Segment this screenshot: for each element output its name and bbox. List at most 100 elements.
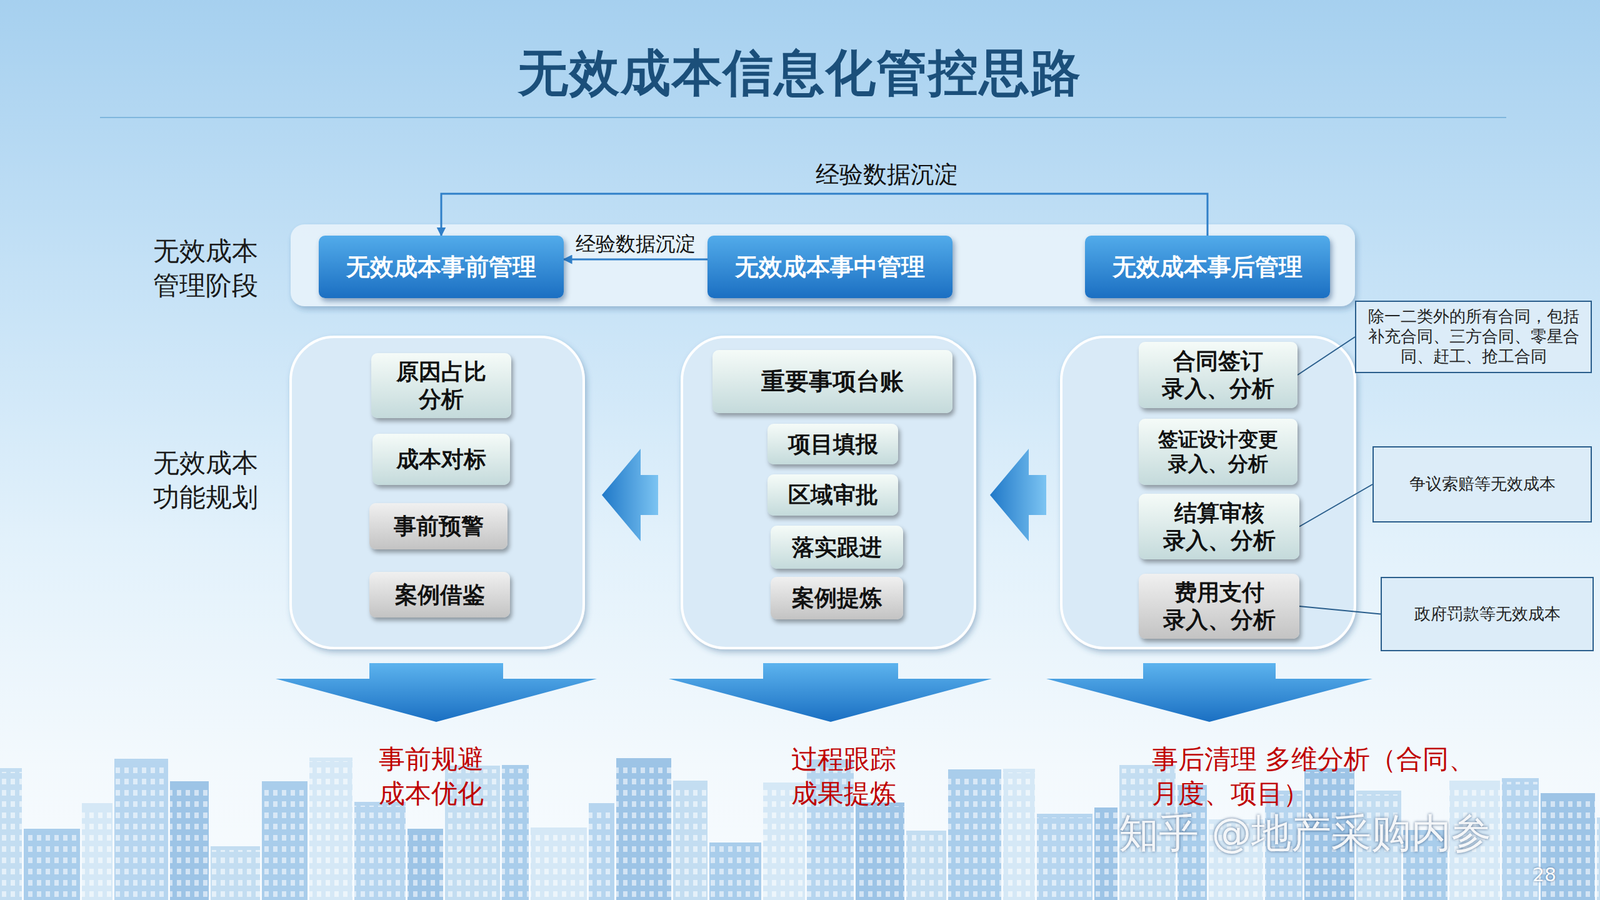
result-label: 事前规避 成本优化 bbox=[378, 742, 504, 811]
stage-button: 无效成本事前管理 bbox=[318, 235, 564, 299]
row-label: 无效成本 管理阶段 bbox=[153, 234, 291, 303]
function-box: 区域审批 bbox=[767, 474, 899, 516]
building-windows bbox=[0, 771, 22, 900]
building-windows bbox=[210, 850, 260, 900]
leader-line bbox=[1299, 484, 1373, 527]
function-panel bbox=[290, 336, 584, 649]
flow-connector bbox=[441, 193, 1208, 236]
title-rule bbox=[100, 116, 1507, 119]
building bbox=[616, 758, 672, 900]
building-windows bbox=[709, 846, 762, 900]
building bbox=[948, 769, 1002, 900]
building-windows bbox=[407, 832, 444, 900]
building bbox=[530, 827, 587, 900]
building-windows bbox=[261, 785, 308, 900]
function-box: 案例借鉴 bbox=[369, 571, 510, 618]
box-text: 政府罚款等无效成本 bbox=[1414, 604, 1561, 625]
function-box: 成本对标 bbox=[372, 433, 510, 485]
building-windows bbox=[948, 773, 1002, 900]
down-arrow bbox=[668, 663, 992, 722]
edge-label: 经验数据沉淀 bbox=[573, 232, 699, 256]
box-text: 无效成本事后管理 bbox=[1112, 252, 1303, 282]
page-number: 28 bbox=[1532, 862, 1583, 887]
function-box: 落实跟进 bbox=[770, 525, 904, 569]
function-panel bbox=[681, 336, 975, 649]
diagram-title: 无效成本信息化管控思路 bbox=[0, 40, 1600, 108]
building bbox=[170, 781, 209, 900]
building-windows bbox=[616, 761, 672, 900]
building bbox=[673, 780, 708, 900]
box-text: 项目填报 bbox=[788, 430, 879, 459]
box-text: 无效成本事中管理 bbox=[735, 252, 925, 282]
edge-label: 经验数据沉淀 bbox=[813, 161, 961, 189]
function-box: 合同签订 录入、分析 bbox=[1138, 341, 1298, 409]
building bbox=[1094, 807, 1118, 900]
box-text: 无效成本事前管理 bbox=[346, 252, 537, 282]
building bbox=[588, 803, 615, 900]
box-text: 成本对标 bbox=[396, 445, 487, 474]
building bbox=[1596, 817, 1600, 900]
function-box: 项目填报 bbox=[767, 423, 899, 465]
building-windows bbox=[1094, 811, 1118, 900]
result-label: 事后清理 多维分析（合同、月度、项目） bbox=[1151, 742, 1552, 811]
building-windows bbox=[1036, 817, 1093, 900]
building bbox=[354, 801, 406, 900]
box-text: 签证设计变更 录入、分析 bbox=[1145, 427, 1292, 477]
function-box: 签证设计变更 录入、分析 bbox=[1138, 418, 1298, 485]
function-panel bbox=[1061, 336, 1355, 649]
building-windows bbox=[588, 806, 615, 900]
building bbox=[709, 842, 762, 900]
box-text: 落实跟进 bbox=[791, 533, 882, 562]
building bbox=[0, 768, 22, 900]
stage-button: 无效成本事中管理 bbox=[707, 235, 953, 299]
function-box: 重要事项台账 bbox=[712, 350, 953, 414]
function-box: 结算审核 录入、分析 bbox=[1138, 493, 1300, 560]
flow-connector bbox=[563, 258, 708, 261]
callout-box: 争议索赔等无效成本 bbox=[1372, 446, 1592, 523]
building bbox=[309, 757, 353, 900]
building bbox=[23, 828, 80, 900]
row-label: 无效成本 功能规划 bbox=[153, 446, 291, 515]
callout-box: 政府罚款等无效成本 bbox=[1380, 576, 1594, 652]
building-windows bbox=[501, 768, 529, 900]
watermark: 知乎 @地产采购内参 bbox=[1118, 807, 1569, 860]
box-text: 争议索赔等无效成本 bbox=[1409, 474, 1556, 495]
box-text: 事前预警 bbox=[393, 512, 484, 540]
building bbox=[81, 803, 113, 900]
building-windows bbox=[673, 784, 708, 900]
building-windows bbox=[170, 785, 209, 900]
down-arrow bbox=[1046, 663, 1373, 722]
block-arrow-left bbox=[601, 448, 659, 542]
down-arrow bbox=[275, 663, 597, 722]
box-text: 重要事项台账 bbox=[761, 366, 904, 396]
building-windows bbox=[81, 806, 113, 900]
stage-band bbox=[290, 224, 1355, 307]
function-box: 原因占比 分析 bbox=[371, 353, 512, 419]
function-box: 案例提炼 bbox=[770, 576, 904, 620]
building-windows bbox=[855, 806, 905, 900]
leader-line bbox=[1299, 606, 1381, 615]
box-text: 结算审核 录入、分析 bbox=[1145, 499, 1294, 555]
building bbox=[501, 765, 529, 900]
building bbox=[855, 802, 905, 900]
leader-line bbox=[1297, 336, 1355, 375]
box-text: 案例借鉴 bbox=[395, 581, 485, 609]
box-text: 合同签订 录入、分析 bbox=[1145, 347, 1292, 403]
box-text: 案例提炼 bbox=[791, 584, 882, 612]
building bbox=[261, 781, 308, 900]
building-windows bbox=[1596, 821, 1600, 900]
building-windows bbox=[114, 762, 169, 900]
building-windows bbox=[354, 805, 406, 900]
box-text: 费用支付 录入、分析 bbox=[1145, 578, 1294, 634]
building bbox=[906, 830, 947, 900]
building bbox=[210, 846, 260, 900]
function-box: 事前预警 bbox=[369, 503, 508, 550]
building bbox=[407, 828, 444, 900]
box-text: 区域审批 bbox=[788, 481, 879, 509]
building-windows bbox=[309, 761, 353, 900]
stage-button: 无效成本事后管理 bbox=[1085, 235, 1330, 299]
block-arrow-left bbox=[990, 448, 1047, 542]
building-windows bbox=[23, 832, 80, 900]
building bbox=[1003, 768, 1035, 900]
